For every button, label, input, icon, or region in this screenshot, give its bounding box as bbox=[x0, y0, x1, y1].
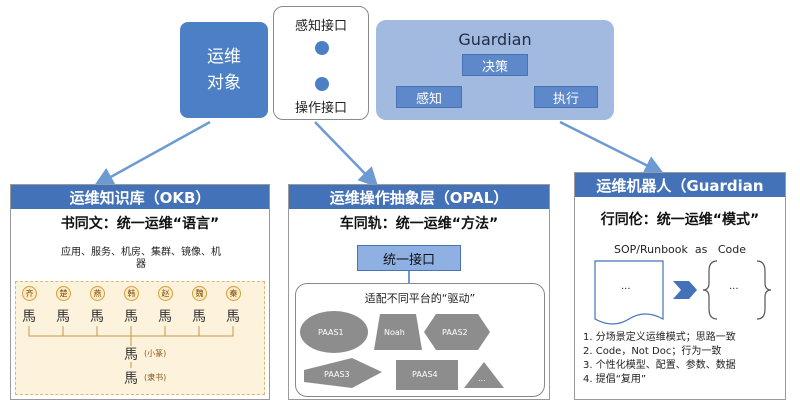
opal-subtitle: 车同轨：统一运维“方法” bbox=[339, 216, 499, 232]
guardian-box: Guardian 决策 感知 执行 bbox=[376, 20, 614, 120]
driver-noah-label: Noah bbox=[384, 328, 405, 337]
arrow-to-opal bbox=[314, 121, 379, 188]
operation-interface-dot bbox=[315, 77, 329, 91]
state-seal-yan: 燕 bbox=[90, 286, 105, 301]
okb-script-area: 齐 楚 燕 韩 赵 魏 秦 馬 馬 馬 馬 馬 馬 馬 馬 (小篆) 馬 (隶书… bbox=[15, 281, 265, 395]
arrow-to-okb bbox=[93, 120, 211, 187]
guardian-list-item-2: 2. Code，Not Doc；行为一致 bbox=[583, 346, 722, 357]
state-seal-zhao: 赵 bbox=[158, 286, 173, 301]
state-seal-wei: 魏 bbox=[192, 286, 207, 301]
okb-subtitle: 书同文：统一运维“语言” bbox=[60, 216, 220, 232]
opal-header: 运维操作抽象层（OPAL） bbox=[289, 185, 549, 209]
guardian-title: Guardian bbox=[458, 30, 532, 49]
ancient-char-wei: 馬 bbox=[192, 309, 206, 325]
driver-more-shape bbox=[464, 362, 504, 388]
xiaozhuan-label: (小篆) bbox=[144, 349, 167, 358]
lishu-char: 馬 bbox=[124, 371, 138, 387]
unified-interface-box: 统一接口 bbox=[357, 245, 461, 271]
driver-paas2-shape bbox=[424, 314, 490, 350]
ops-object-box: 运维 对象 bbox=[180, 22, 268, 118]
code-ellipsis: ... bbox=[729, 281, 739, 292]
ancient-char-zhao: 馬 bbox=[158, 309, 172, 325]
drivers-box: 适配不同平台的“驱动” PAAS1 Noah PAAS2 PAAS3 PAAS4… bbox=[295, 283, 545, 397]
ancient-char-qi: 馬 bbox=[22, 309, 36, 325]
driver-paas1-shape bbox=[300, 311, 368, 353]
perception-interface-dot bbox=[315, 41, 329, 55]
guardian-list-item-4: 4. 提倡“复用” bbox=[583, 374, 647, 385]
ancient-char-yan: 馬 bbox=[90, 309, 104, 325]
guardian-panel: 运维机器人（Guardian 行同伦：统一运维“模式” SOP/Runbook … bbox=[574, 172, 786, 400]
arrow-to-guardian bbox=[559, 120, 665, 175]
xiaozhuan-char: 馬 bbox=[124, 347, 138, 363]
guardian-list-item-3: 3. 个性化模型、配置、参数、数据 bbox=[583, 360, 736, 371]
driver-paas1-label: PAAS1 bbox=[318, 328, 344, 337]
driver-shapes bbox=[300, 311, 504, 390]
sop-as-code-label: SOP/Runbook as Code bbox=[614, 243, 746, 256]
ancient-char-chu: 馬 bbox=[56, 309, 70, 325]
driver-paas4-shape bbox=[396, 360, 458, 390]
operation-interface-label: 操作接口 bbox=[294, 101, 347, 116]
driver-noah-shape bbox=[374, 314, 422, 350]
okb-items: 应用、服务、机房、集群、镜像、机 器 bbox=[17, 247, 265, 271]
lishu-label: (隶书) bbox=[144, 373, 167, 382]
state-seal-qin: 秦 bbox=[226, 286, 241, 301]
driver-paas4-label: PAAS4 bbox=[412, 370, 438, 379]
guardian-list: 1. 分场景定义运维模式；思路一致 2. Code，Not Doc；行为一致 3… bbox=[583, 331, 783, 387]
driver-paas3-label: PAAS3 bbox=[324, 370, 350, 379]
driver-paas2-label: PAAS2 bbox=[442, 328, 468, 337]
drivers-label: 适配不同平台的“驱动” bbox=[364, 292, 476, 305]
execute-box: 执行 bbox=[534, 86, 598, 108]
driver-more-label: ... bbox=[478, 374, 486, 383]
ancient-char-qin: 馬 bbox=[226, 309, 240, 325]
decide-box: 决策 bbox=[462, 54, 528, 76]
perception-interface-label: 感知接口 bbox=[294, 19, 347, 34]
opal-link-line bbox=[408, 271, 410, 283]
guardian-panel-header: 运维机器人（Guardian bbox=[575, 173, 785, 197]
ancient-char-han: 馬 bbox=[124, 309, 138, 325]
sop-code-figure bbox=[594, 260, 772, 325]
unification-lines bbox=[28, 326, 234, 368]
state-seal-chu: 楚 bbox=[56, 286, 71, 301]
driver-paas3-shape bbox=[304, 358, 382, 388]
state-seal-qi: 齐 bbox=[22, 286, 37, 301]
guardian-list-item-1: 1. 分场景定义运维模式；思路一致 bbox=[583, 332, 736, 343]
sop-doc-ellipsis: ... bbox=[621, 281, 631, 292]
opal-panel: 运维操作抽象层（OPAL） 车同轨：统一运维“方法” 统一接口 适配不同平台的“… bbox=[288, 184, 550, 400]
okb-items-line1: 应用、服务、机房、集群、镜像、机 bbox=[61, 247, 221, 258]
okb-panel: 运维知识库（OKB） 书同文：统一运维“语言” 应用、服务、机房、集群、镜像、机… bbox=[10, 184, 270, 400]
ops-object-line2: 对象 bbox=[207, 73, 241, 93]
guardian-panel-subtitle: 行同伦：统一运维“模式” bbox=[600, 212, 760, 228]
okb-items-line2: 器 bbox=[136, 259, 146, 270]
perceive-box: 感知 bbox=[396, 86, 462, 108]
okb-header: 运维知识库（OKB） bbox=[11, 185, 269, 209]
interface-box: 感知接口 操作接口 bbox=[273, 6, 369, 120]
state-seal-han: 韩 bbox=[124, 286, 139, 301]
ops-object-line1: 运维 bbox=[207, 47, 241, 67]
